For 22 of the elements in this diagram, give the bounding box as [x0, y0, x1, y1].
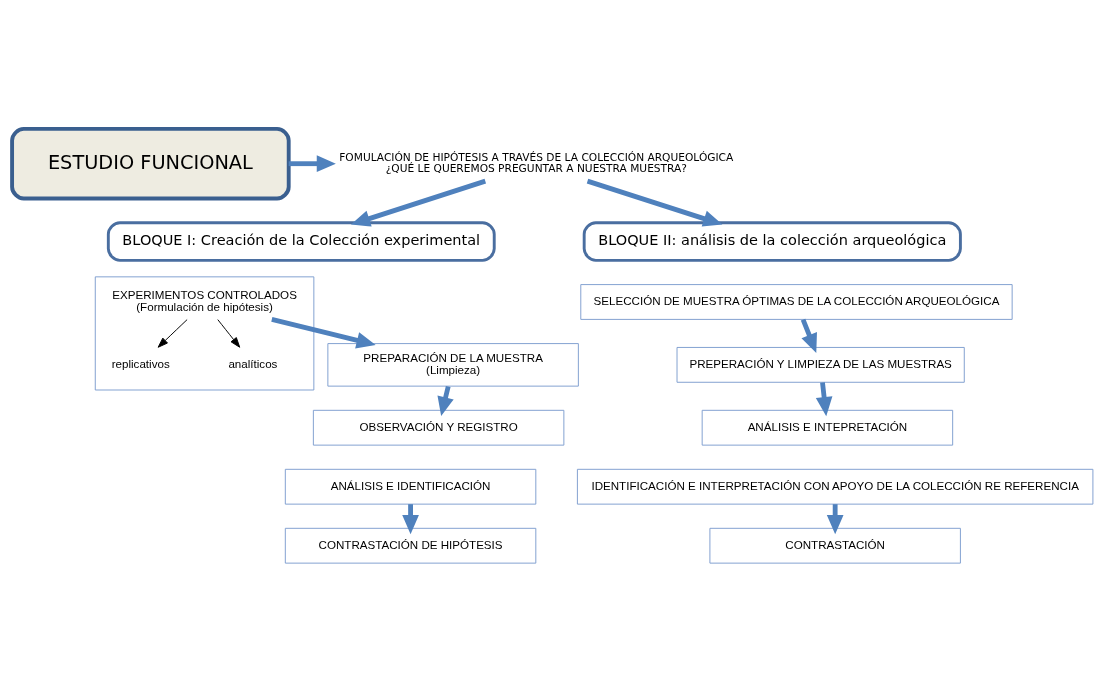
node-text: FOMULACIÓN DE HIPÓTESIS A TRAVÉS DE LA COLECCIÓN ARQUEOLÓGICA ¿QUÉ LE QUEREMOS PREGUNTAR A NUESTRA MUESTRA?	[339, 150, 734, 175]
arrow	[350, 178, 487, 227]
arrow	[217, 318, 241, 348]
node-box: ANÁLISIS E INTEPRETACIÓN	[701, 409, 954, 446]
node-box: PREPARACIÓN DE LA MUESTRA (Limpieza)	[327, 342, 579, 387]
node-box: CONTRASTACIÓN	[709, 527, 961, 564]
node-text: replicativos	[111, 356, 170, 370]
node-box: IDENTIFICACIÓN E INTERPRETACIÓN CON APOYO DE LA COLECCIÓN RE REFERENCIA	[576, 468, 1094, 505]
node-box: OBSERVACIÓN Y REGISTRO	[312, 409, 565, 446]
node-box: BLOQUE II: análisis de la colección arqueológica	[582, 220, 962, 262]
node-box: CONTRASTACIÓN DE HIPÓTESIS	[284, 527, 537, 564]
arrow	[288, 154, 336, 172]
node-box: PREPERACIÓN Y LIMPIEZA DE LAS MUESTRAS	[676, 346, 965, 383]
node-text: analíticos	[228, 356, 278, 370]
arrow	[157, 318, 188, 348]
arrow	[800, 318, 817, 353]
arrow	[271, 316, 376, 348]
node-box: SELECCIÓN DE MUESTRA ÓPTIMAS DE LA COLECCIÓN ARQUEOLÓGICA	[580, 283, 1013, 320]
arrow	[586, 178, 723, 227]
node-box: BLOQUE I: Creación de la Colección experimental	[106, 220, 496, 262]
node-box: ESTUDIO FUNCIONAL	[10, 126, 291, 200]
node-box: ANÁLISIS E IDENTIFICACIÓN	[284, 468, 537, 505]
